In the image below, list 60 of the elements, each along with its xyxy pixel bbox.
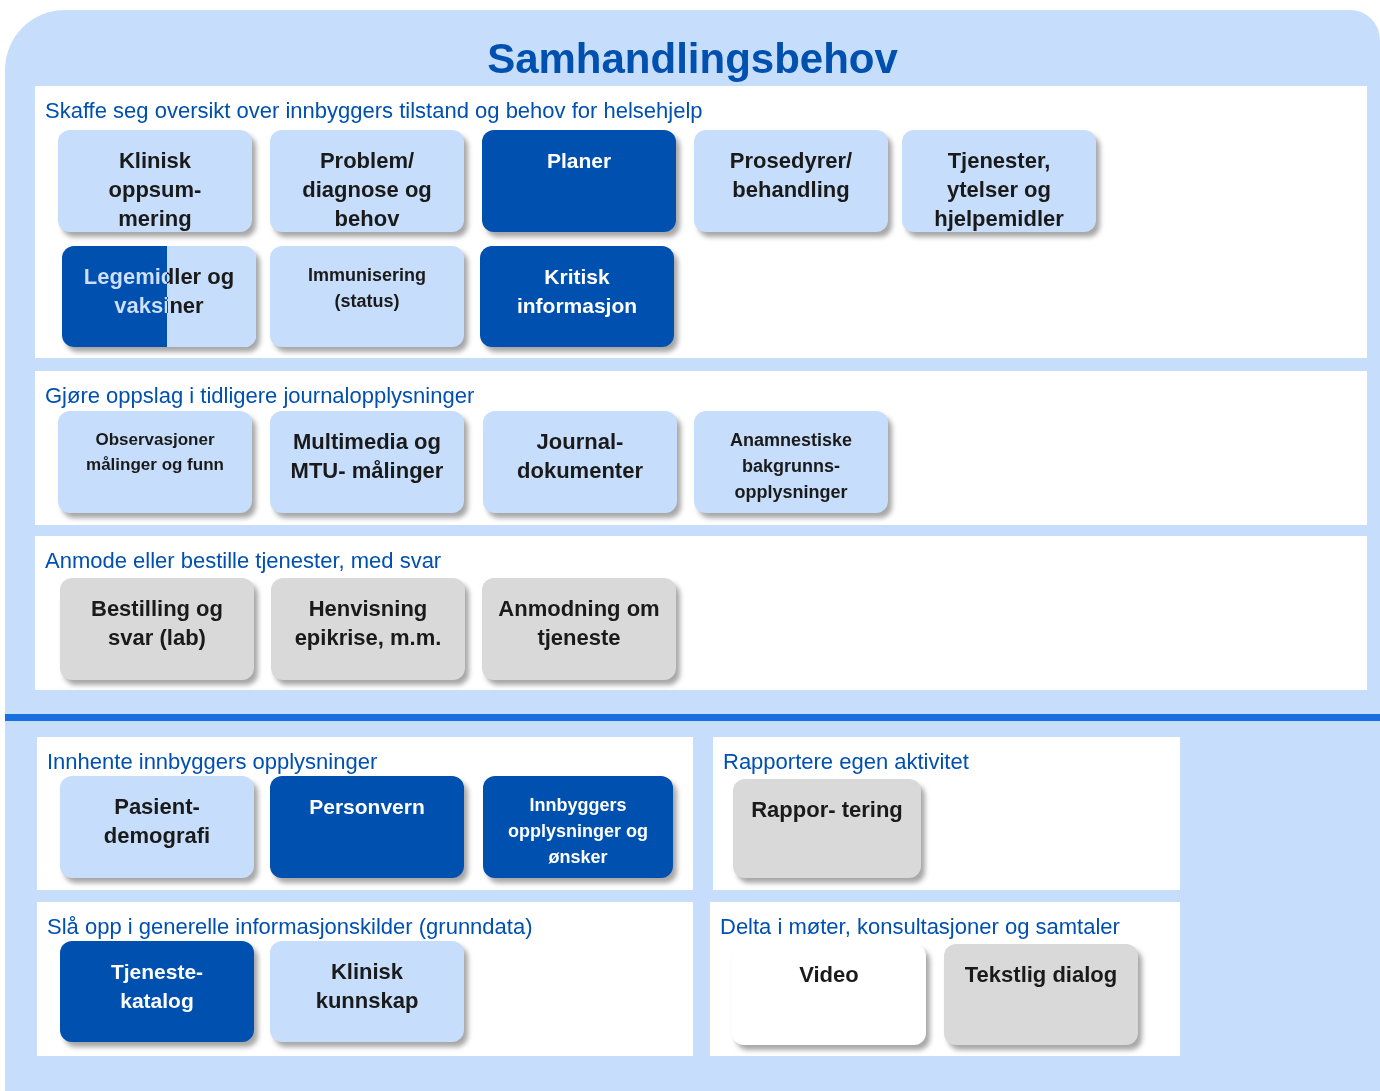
category-box	[694, 411, 888, 513]
box-label: Video	[798, 961, 860, 989]
box-label: Rappor- tering	[750, 796, 904, 824]
category-box	[270, 411, 464, 513]
section-panel	[37, 902, 693, 1056]
box-label: Planer	[545, 148, 613, 174]
box-label: Pasient- demografi	[102, 793, 212, 850]
box-label: Observasjoner målinger og funn	[85, 429, 225, 476]
category-box	[58, 411, 252, 513]
category-box	[270, 941, 464, 1042]
category-box	[482, 130, 676, 232]
box-label: Tekstlig dialog	[963, 961, 1119, 989]
category-box	[902, 130, 1096, 232]
section-panel	[35, 536, 1367, 690]
box-label: Henvisning epikrise, m.m.	[293, 595, 443, 652]
category-box	[944, 944, 1138, 1045]
section-heading: Innhente innbyggers opplysninger	[47, 749, 378, 775]
section-heading: Gjøre oppslag i tidligere journalopplysninger	[45, 383, 475, 409]
box-label: Problem/ diagnose og behov	[301, 147, 433, 233]
category-box	[271, 578, 465, 680]
section-heading: Rapportere egen aktivitet	[723, 749, 969, 775]
section-heading: Delta i møter, konsultasjoner og samtaler	[720, 914, 1120, 940]
category-box	[270, 246, 464, 347]
section-panel	[713, 737, 1180, 890]
box-label: Innbyggers opplysninger og ønsker	[507, 794, 649, 869]
section-panel	[710, 902, 1180, 1056]
category-box	[482, 578, 676, 680]
box-label: Personvern	[308, 794, 426, 820]
box-label: Tjeneste- katalog	[109, 959, 205, 1014]
section-panel	[35, 371, 1367, 525]
box-label: Tjenester, ytelser og hjelpemidler	[933, 147, 1065, 233]
section-panel	[35, 86, 1367, 358]
category-box	[483, 411, 677, 513]
main-title: Samhandlingsbehov	[486, 38, 899, 80]
section-heading: Slå opp i generelle informasjonskilder (grunndata)	[47, 914, 533, 940]
box-label: Klinisk kunnskap	[314, 958, 420, 1015]
category-box	[58, 130, 252, 232]
section-heading: Anmode eller bestille tjenester, med svar	[45, 548, 442, 574]
category-box	[694, 130, 888, 232]
category-box	[60, 776, 254, 878]
category-box	[62, 246, 256, 347]
section-panel	[37, 737, 693, 890]
box-label: Anamnestiske bakgrunns- opplysninger	[728, 429, 854, 504]
box-label: Multimedia og MTU- målinger	[289, 428, 445, 485]
category-box	[480, 246, 674, 347]
category-box	[60, 941, 254, 1042]
box-label: Immunisering (status)	[307, 264, 427, 313]
box-label: Klinisk oppsum- mering	[107, 147, 203, 233]
category-box	[60, 578, 254, 680]
main-panel	[5, 10, 1380, 1091]
box-label: Kritisk informasjon	[515, 264, 639, 319]
box-label: Journal- dokumenter	[516, 428, 644, 485]
category-box	[270, 130, 464, 232]
category-box	[270, 776, 464, 878]
category-box	[733, 779, 921, 878]
box-label: Anmodning om tjeneste	[497, 595, 661, 652]
box-label: Bestilling og svar (lab)	[90, 595, 224, 652]
category-box	[483, 776, 673, 878]
box-label: Prosedyrer/ behandling	[728, 147, 854, 204]
section-heading: Skaffe seg oversikt over innbyggers tilstand og behov for helsehjelp	[45, 98, 703, 124]
